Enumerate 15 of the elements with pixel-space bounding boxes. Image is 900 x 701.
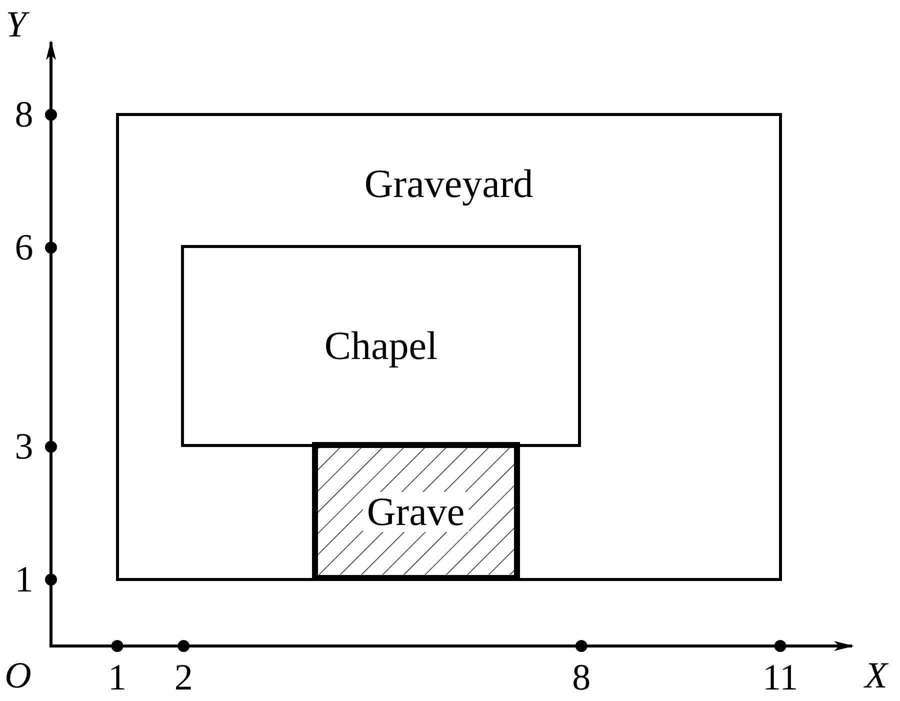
tick-label: 8	[572, 660, 591, 696]
tick-label: 1	[14, 561, 34, 598]
area-label: Grave	[362, 492, 469, 532]
axis-label: O	[4, 658, 32, 694]
tick-label: 6	[14, 229, 34, 266]
tick-label: 2	[174, 660, 193, 696]
tick-label: 8	[14, 96, 34, 134]
area-outline	[180, 244, 582, 447]
tick-label: 11	[762, 660, 798, 696]
tick-label: 3	[14, 428, 34, 466]
axis-label: X	[864, 658, 888, 694]
area-label: Chapel	[324, 326, 438, 366]
tick-label: 1	[108, 660, 127, 696]
area-label: Graveyard	[364, 164, 534, 204]
area-outline	[116, 113, 782, 582]
